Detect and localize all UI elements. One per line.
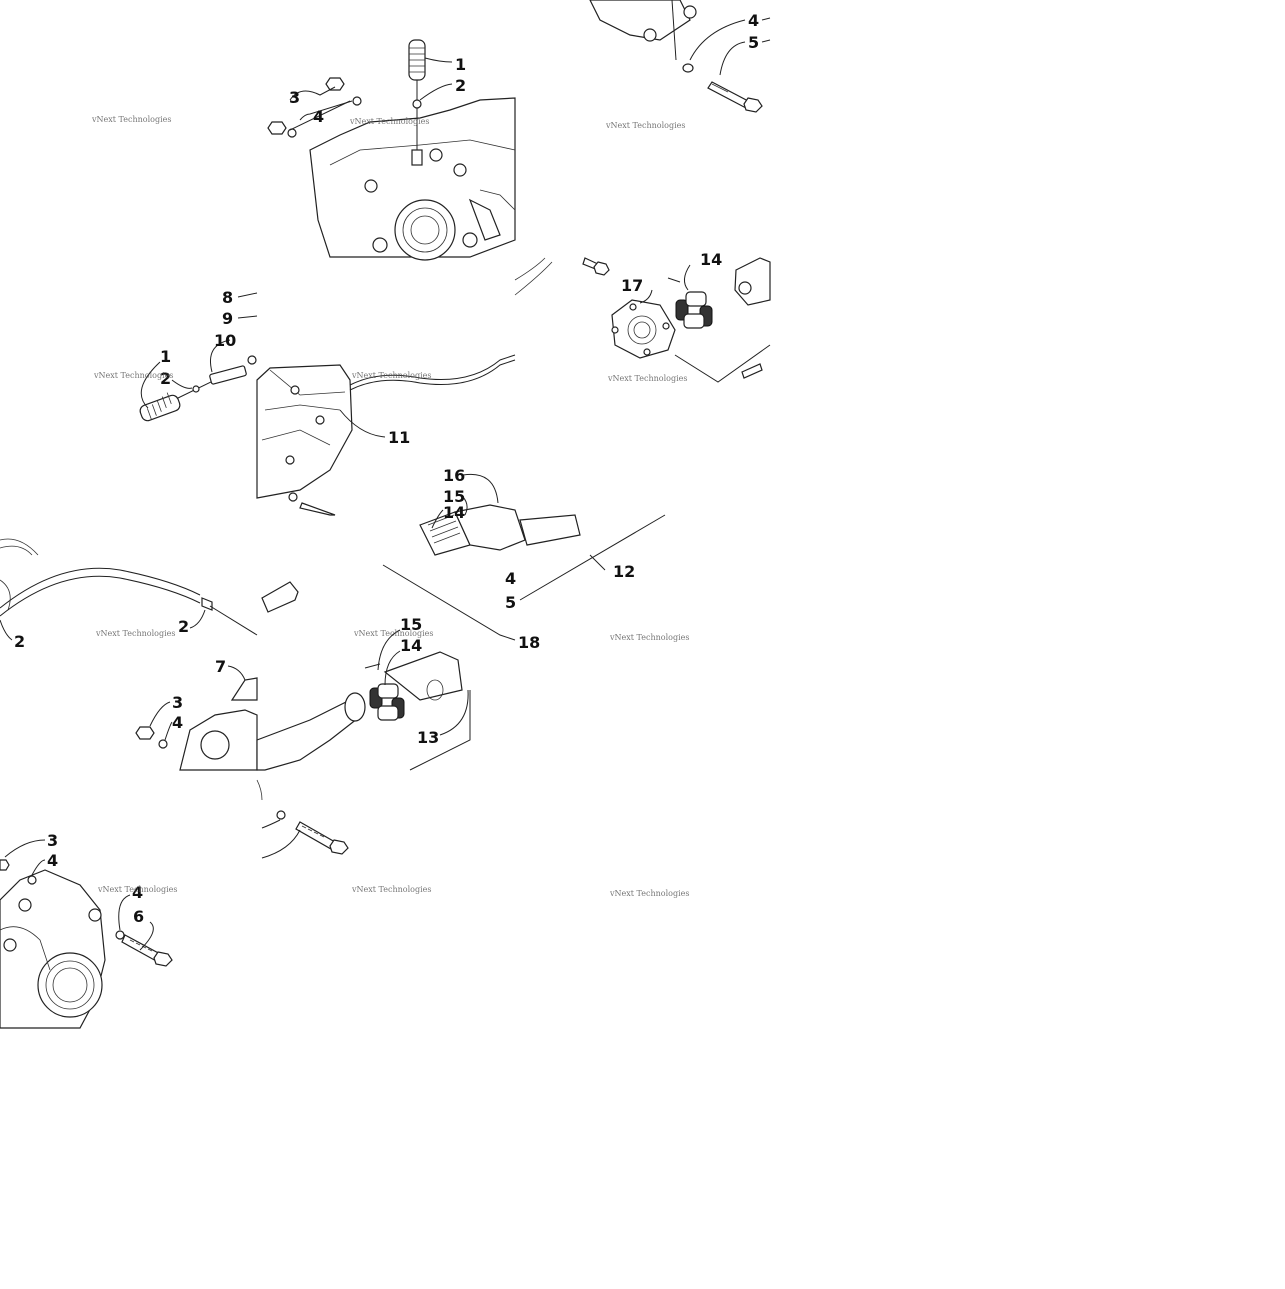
callout-14: 14 (400, 636, 422, 655)
watermark: vNext Technologies (97, 885, 177, 894)
callout-7: 7 (215, 657, 226, 676)
callout-5: 5 (505, 593, 516, 612)
tile-bolt-mid (256, 779, 349, 859)
tile-gearcase-cable: 11 vNext Technologies (247, 354, 516, 516)
callout-1: 1 (160, 347, 171, 366)
watermark: vNext Technologies (93, 371, 173, 380)
callout-4: 4 (748, 11, 759, 30)
callout-11: 11 (388, 428, 410, 447)
callout-16: 16 (443, 466, 465, 485)
callout-18: 18 (518, 633, 540, 652)
callout-17: 17 (621, 276, 643, 295)
watermark: vNext Technologies (91, 115, 171, 124)
callout-4: 4 (132, 883, 143, 902)
callout-3: 3 (289, 88, 300, 107)
callout-12: 12 (613, 562, 635, 581)
callout-4: 4 (47, 851, 58, 870)
tile-bolt-top: 4 5 vNext Technologies (589, 0, 771, 130)
callout-2: 2 (14, 632, 25, 651)
watermark: vNext Technologies (609, 889, 689, 898)
callout-3: 3 (172, 693, 183, 712)
watermark: vNext Technologies (609, 633, 689, 642)
watermark: vNext Technologies (351, 885, 431, 894)
tile-housing-lower: 3 4 4 6 vNext Technologies (0, 831, 177, 1029)
callout-15: 15 (400, 615, 422, 634)
tile-cable-clip: 2 2 vNext Technologies 7 3 4 (0, 538, 299, 771)
watermark: vNext Technologies (353, 629, 433, 638)
tile-yoke-ujoint: 15 14 13 vNext Technologies (256, 615, 471, 771)
tile-breather-left: 8 9 10 1 2 vNext Technologies (93, 288, 258, 422)
callout-1: 1 (455, 55, 466, 74)
watermark: vNext Technologies (605, 121, 685, 130)
callout-10: 10 (214, 331, 236, 350)
watermark: vNext Technologies (95, 629, 175, 638)
watermark: vNext Technologies (349, 117, 429, 126)
callout-4: 4 (313, 107, 324, 126)
callout-14: 14 (443, 503, 465, 522)
callout-3: 3 (47, 831, 58, 850)
callout-13: 13 (417, 728, 439, 747)
callout-8: 8 (222, 288, 233, 307)
callout-6: 6 (133, 907, 144, 926)
watermark: vNext Technologies (607, 374, 687, 383)
tile-flange-ujoint: 14 17 vNext Technologies (514, 250, 771, 383)
callout-9: 9 (222, 309, 233, 328)
callout-4: 4 (505, 569, 516, 588)
callout-2: 2 (160, 369, 171, 388)
callout-2: 2 (178, 617, 189, 636)
callout-2: 2 (455, 76, 466, 95)
callout-5: 5 (748, 33, 759, 52)
tile-driveshaft: 16 15 14 12 4 5 18 vNext Technologies (382, 466, 689, 652)
callout-15: 15 (443, 487, 465, 506)
callout-4: 4 (172, 713, 183, 732)
callout-14: 14 (700, 250, 722, 269)
watermark: vNext Technologies (351, 371, 431, 380)
tile-gearcase-top: 1 2 3 4 vNext Technologies (267, 39, 516, 261)
